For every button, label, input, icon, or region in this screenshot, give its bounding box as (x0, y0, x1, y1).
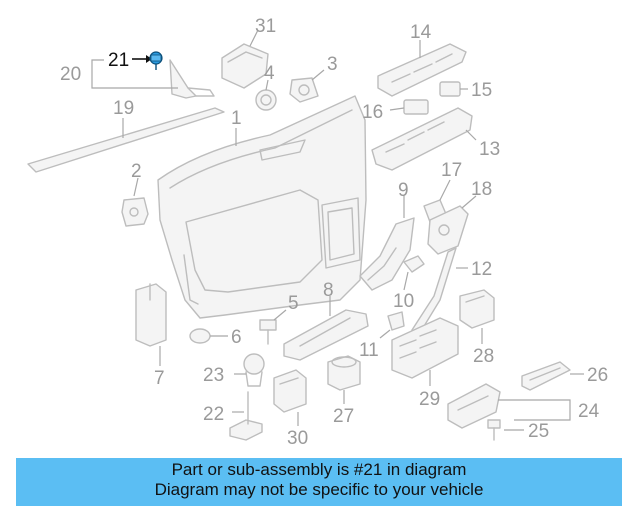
callout-15: 15 (471, 80, 492, 101)
callout-17: 17 (441, 160, 462, 181)
banner-line-2: Diagram may not be specific to your vehi… (154, 480, 484, 499)
callout-3: 3 (327, 54, 338, 75)
callout-24: 24 (578, 401, 600, 422)
part-7-bracket (135, 283, 167, 366)
callout-25: 25 (528, 421, 549, 442)
part-11-clip (379, 311, 405, 339)
callout-23: 23 (203, 365, 224, 386)
part-23-grommet (234, 353, 265, 387)
part-19-belt-molding (27, 107, 225, 173)
part-25-screw (487, 419, 524, 441)
part-15-switch (439, 81, 468, 97)
callout-29: 29 (419, 389, 440, 410)
callout-20: 20 (60, 64, 81, 85)
callout-2: 2 (131, 161, 142, 182)
parts-diagram: 21 20 19 31 4 3 (27, 16, 608, 449)
part-29-switch-assembly (391, 317, 459, 386)
part-28-switch (459, 289, 495, 344)
part-22-bracket (229, 391, 263, 441)
callout-27: 27 (333, 406, 354, 427)
callout-31: 31 (255, 16, 276, 37)
callout-5: 5 (288, 293, 299, 314)
part-24-handle (447, 383, 571, 429)
part-4-speaker (255, 79, 277, 111)
callout-30: 30 (287, 428, 308, 449)
part-13-switch-bezel (371, 107, 477, 171)
part-20-mirror-trim (91, 59, 215, 99)
callout-1: 1 (231, 108, 242, 129)
part-31-switch (221, 29, 269, 89)
callout-6: 6 (231, 327, 242, 348)
callout-7: 7 (154, 368, 165, 389)
part-16-switch (389, 99, 429, 115)
part-26-pull-handle (521, 361, 584, 391)
part-6-push-clip (189, 328, 228, 344)
part-10-clip (403, 255, 425, 291)
callout-8: 8 (323, 280, 334, 301)
part-18-bezel (427, 195, 477, 255)
callout-13: 13 (479, 139, 500, 160)
callout-10: 10 (393, 291, 414, 312)
part-9-inner-handle (359, 196, 415, 291)
info-banner: Part or sub-assembly is #21 in diagram D… (16, 458, 622, 506)
banner-line-1: Part or sub-assembly is #21 in diagram (171, 460, 467, 479)
part-8-armrest (283, 296, 369, 361)
callout-19: 19 (113, 98, 134, 119)
callout-12: 12 (471, 259, 492, 280)
part-27-module (327, 355, 361, 404)
callout-22: 22 (203, 404, 224, 425)
part-21-screw[interactable] (132, 51, 163, 70)
callout-14: 14 (410, 22, 432, 43)
callout-11: 11 (359, 340, 379, 361)
part-30-switch (273, 369, 307, 426)
callout-16: 16 (362, 102, 383, 123)
part-5-screw (259, 309, 287, 345)
part-2-clip (121, 177, 149, 227)
callout-9: 9 (398, 180, 409, 201)
part-14-window-switch (377, 40, 467, 97)
part-1-door-panel (157, 95, 367, 319)
callout-28: 28 (473, 346, 494, 367)
callout-21: 21 (108, 50, 129, 71)
callout-4: 4 (264, 63, 275, 84)
part-3-tweeter (289, 69, 325, 103)
callout-18: 18 (471, 179, 492, 200)
callout-26: 26 (587, 365, 608, 386)
